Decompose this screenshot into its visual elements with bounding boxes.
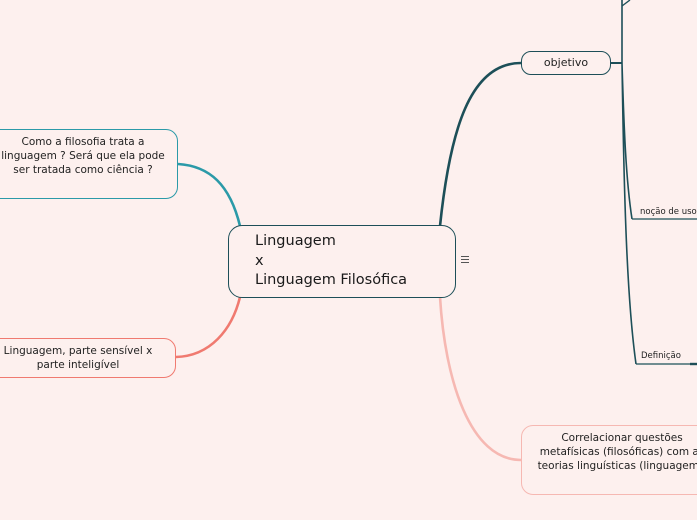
- link-top-edge: [621, 0, 631, 7]
- central-node[interactable]: Linguagem x Linguagem Filosófica: [228, 225, 456, 298]
- topic-objetivo[interactable]: objetivo: [521, 51, 611, 75]
- link-objetivo: [438, 61, 522, 227]
- topic-question[interactable]: Como a filosofia trata a linguagem ? Ser…: [0, 129, 178, 199]
- notes-icon[interactable]: [461, 255, 469, 263]
- topic-correlate-text: Correlacionar questões metafísicas (filo…: [537, 432, 697, 473]
- link-teal: [177, 162, 242, 227]
- topic-question-text: Como a filosofia trata a linguagem ? Ser…: [1, 136, 165, 177]
- central-line-3: Linguagem Filosófica: [255, 272, 408, 288]
- subtopic-uso[interactable]: noção de uso: [640, 207, 697, 217]
- topic-sensible[interactable]: Linguagem, parte sensível x parte inteli…: [0, 338, 176, 378]
- subtopic-definicao[interactable]: Definição: [641, 351, 681, 361]
- link-red: [175, 296, 242, 359]
- link-pink: [438, 296, 522, 462]
- link-vertical-trunk: [621, 0, 637, 365]
- topic-sensible-text: Linguagem, parte sensível x parte inteli…: [3, 345, 153, 372]
- central-line-2: x: [255, 252, 264, 269]
- topic-correlate[interactable]: Correlacionar questões metafísicas (filo…: [521, 425, 697, 495]
- central-line-1: Linguagem: [255, 233, 336, 249]
- topic-objetivo-text: objetivo: [543, 56, 589, 69]
